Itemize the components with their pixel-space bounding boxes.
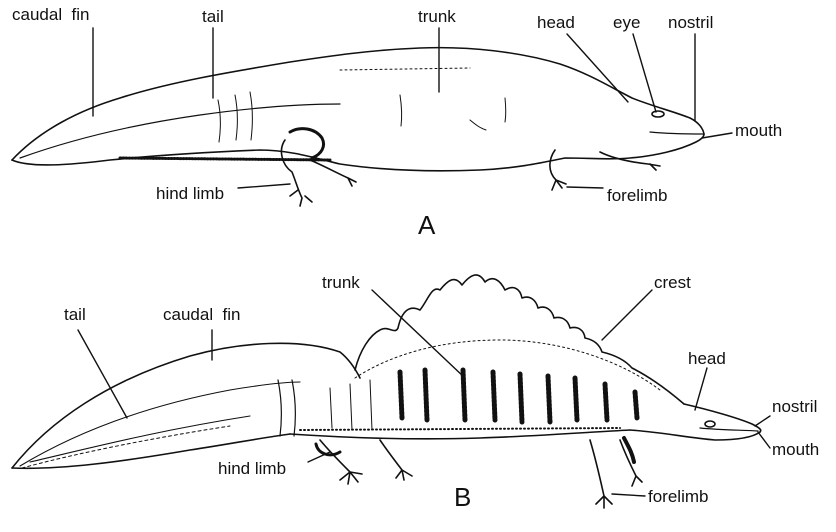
label-b-forelimb: forelimb (648, 488, 708, 505)
label-b-head: head (688, 350, 726, 367)
newt-a-hind-limb (281, 140, 356, 206)
panel-letter-a: A (418, 212, 435, 238)
newt-b-drawing (12, 275, 761, 508)
newt-b-caudal-fin (12, 343, 360, 468)
label-b-mouth: mouth (772, 441, 819, 458)
label-a-eye: eye (613, 14, 640, 31)
label-a-mouth: mouth (735, 122, 782, 139)
label-a-hind-limb: hind limb (156, 185, 224, 202)
newt-a-outline-top (12, 48, 704, 160)
label-b-hind-limb: hind limb (218, 460, 286, 477)
label-b-tail: tail (64, 306, 86, 323)
label-a-trunk: trunk (418, 8, 456, 25)
newt-a-dorsal-stipple (340, 68, 470, 70)
label-b-crest: crest (654, 274, 691, 291)
newt-b-body-bottom (290, 430, 760, 440)
newt-a-eye (652, 111, 664, 117)
label-a-head: head (537, 14, 575, 31)
newt-a-leader-lines (93, 28, 732, 188)
label-a-tail: tail (202, 8, 224, 25)
panel-letter-b: B (454, 484, 471, 510)
label-a-nostril: nostril (668, 14, 713, 31)
newt-b-hind-limb (320, 440, 412, 484)
newt-b-trunk-spots (400, 370, 637, 422)
label-b-nostril: nostril (772, 398, 817, 415)
label-a-caudal-fin: caudal fin (12, 6, 90, 23)
label-b-caudal-fin: caudal fin (163, 306, 241, 323)
newt-b-forelimb (590, 440, 642, 508)
newt-b-eye (705, 421, 715, 427)
newt-a-belly-shading (120, 158, 330, 160)
label-a-forelimb: forelimb (607, 187, 667, 204)
label-b-trunk: trunk (322, 274, 360, 291)
